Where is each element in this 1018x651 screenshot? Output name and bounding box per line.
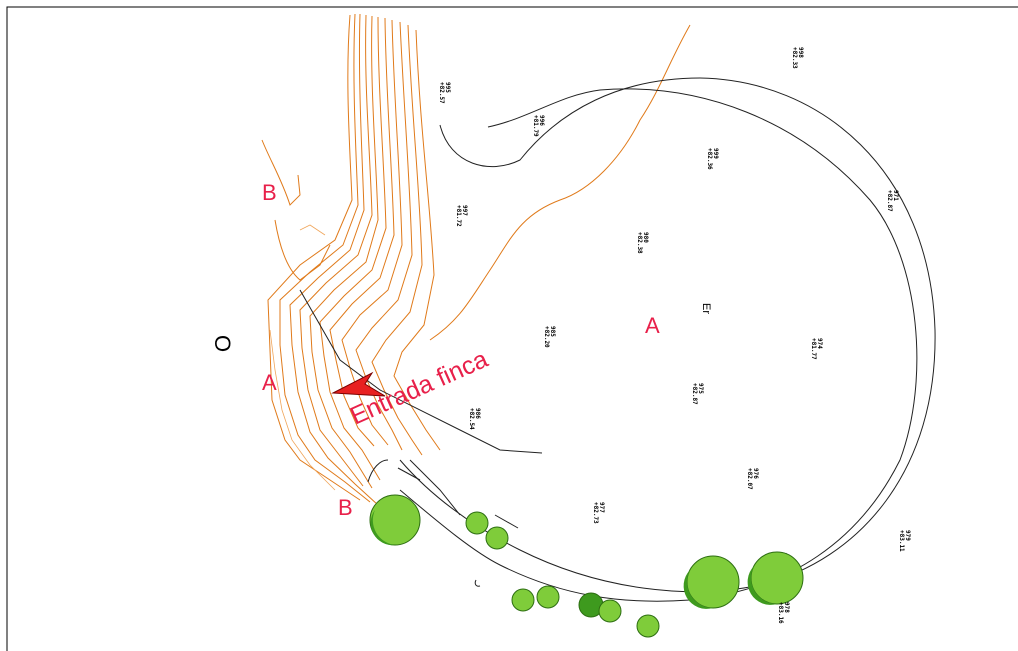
svg-text:980: 980	[642, 232, 649, 243]
survey-point-1: 995 +82.57	[438, 82, 451, 104]
svg-text:979: 979	[904, 530, 911, 541]
svg-text:971: 971	[892, 190, 899, 201]
svg-text:+82.57: +82.57	[438, 82, 445, 104]
survey-point-5: 999 +82.36	[706, 148, 719, 170]
entrance-arrow-icon	[331, 371, 386, 397]
tree-small-6	[598, 599, 622, 623]
svg-text:977: 977	[598, 502, 605, 513]
svg-text:997: 997	[461, 205, 468, 216]
er-label: Er	[700, 303, 712, 314]
svg-text:974: 974	[816, 338, 823, 349]
survey-point-8: 985 +82.20	[543, 326, 556, 348]
zone-b-top-label: B	[262, 180, 277, 205]
svg-text:976: 976	[752, 468, 759, 479]
svg-text:998: 998	[797, 47, 804, 58]
zone-a-main-label: A	[645, 313, 660, 338]
o-label: O	[210, 335, 235, 352]
contour-lines	[261, 13, 691, 506]
trees	[369, 494, 804, 638]
svg-text:+81.72: +81.72	[455, 205, 462, 227]
survey-points: 995 +82.57 996 +81.79 997 +81.72 998 +82…	[438, 47, 911, 624]
tree-small-2	[485, 526, 509, 550]
survey-point-3: 997 +81.72	[455, 205, 468, 227]
survey-point-4: 998 +82.33	[791, 47, 804, 69]
survey-point-9: 974 +81.77	[810, 338, 823, 360]
survey-point-12: 976 +82.07	[746, 468, 759, 490]
svg-text:+82.87: +82.87	[691, 383, 698, 405]
svg-text:+82.07: +82.07	[746, 468, 753, 490]
survey-point-6: 980 +82.38	[636, 232, 649, 254]
svg-text:986: 986	[474, 408, 481, 419]
svg-text:978: 978	[783, 602, 790, 613]
svg-text:+82.73: +82.73	[592, 502, 599, 524]
svg-text:+81.77: +81.77	[810, 338, 817, 360]
zone-b-bottom-label: B	[338, 495, 353, 520]
survey-point-15: 978 +83.16	[777, 602, 790, 624]
tree-small-3	[511, 588, 535, 612]
svg-text:985: 985	[549, 326, 556, 337]
svg-text:+83.16: +83.16	[777, 602, 784, 624]
survey-point-7: 971 +82.87	[886, 190, 899, 212]
contour-lines-light	[269, 224, 336, 491]
survey-point-2: 996 +81.79	[532, 115, 545, 137]
road-lines	[299, 77, 936, 602]
tree-large-2	[683, 555, 740, 609]
zone-a-left-label: A	[262, 370, 277, 395]
svg-text:+82.38: +82.38	[636, 232, 643, 254]
tree-large-3	[747, 551, 804, 605]
svg-text:999: 999	[712, 148, 719, 159]
svg-text:+83.11: +83.11	[898, 530, 905, 552]
survey-point-13: 977 +82.73	[592, 502, 605, 524]
svg-text:996: 996	[538, 115, 545, 126]
svg-text:+82.33: +82.33	[791, 47, 798, 69]
svg-text:+82.20: +82.20	[543, 326, 550, 348]
svg-text:+81.79: +81.79	[532, 115, 539, 137]
tree-small-7	[636, 614, 660, 638]
svg-text:+82.36: +82.36	[706, 148, 713, 170]
svg-text:+82.54: +82.54	[468, 408, 475, 430]
svg-text:995: 995	[444, 82, 451, 93]
tree-small-1	[465, 511, 489, 535]
survey-point-10: 975 +82.87	[691, 383, 704, 405]
survey-point-11: 986 +82.54	[468, 408, 481, 430]
tree-large-1	[369, 494, 421, 546]
svg-text:+82.87: +82.87	[886, 190, 893, 212]
tree-small-4	[536, 585, 560, 609]
survey-point-14: 979 +83.11	[898, 530, 911, 552]
sheet-border	[6, 6, 1018, 651]
svg-text:975: 975	[697, 383, 704, 394]
